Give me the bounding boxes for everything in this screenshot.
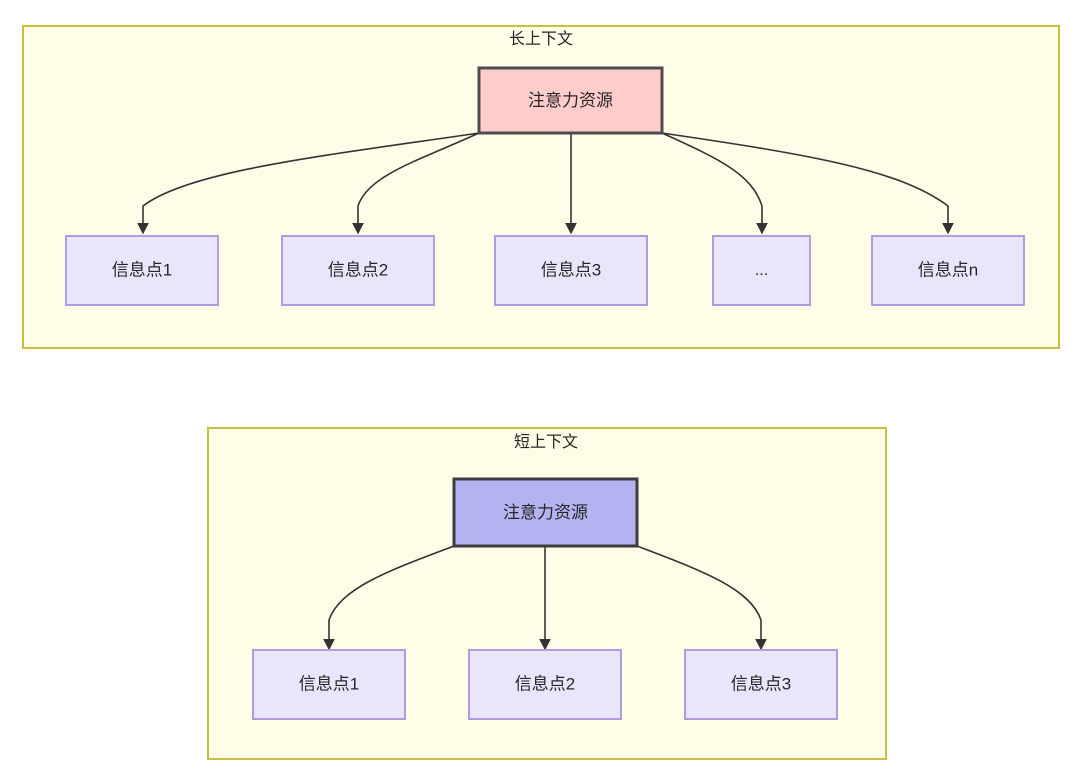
- panel-title-short-context: 短上下文: [514, 433, 578, 451]
- node-leaf-long-n-label: 信息点n: [918, 260, 978, 279]
- edge-root-to-info-n: [661, 132, 954, 235]
- node-root-long-context-label: 注意力资源: [528, 91, 613, 110]
- node-leaf-short-1[interactable]: 信息点1: [252, 649, 406, 720]
- node-leaf-long-1-box[interactable]: [65, 235, 219, 306]
- node-leaf-short-2-box[interactable]: [468, 649, 622, 720]
- node-leaf-long-n[interactable]: 信息点n: [871, 235, 1025, 306]
- node-leaf-short-1-label: 信息点1: [299, 674, 359, 693]
- node-root-short-context-box[interactable]: [452, 477, 639, 548]
- node-leaf-long-2-box[interactable]: [281, 235, 435, 306]
- edge-root-to-info-1-short: [323, 545, 455, 651]
- node-root-short-context[interactable]: 注意力资源: [452, 477, 639, 548]
- node-leaf-short-2[interactable]: 信息点2: [468, 649, 622, 720]
- node-leaf-short-2-label: 信息点2: [515, 674, 575, 693]
- node-leaf-long-2[interactable]: 信息点2: [281, 235, 435, 306]
- node-root-short-context-label: 注意力资源: [503, 503, 588, 522]
- node-root-long-context[interactable]: 注意力资源: [477, 66, 664, 135]
- node-leaf-short-3-label: 信息点3: [731, 674, 791, 693]
- panel-title-long-context: 长上下文: [509, 30, 573, 48]
- node-leaf-short-3-box[interactable]: [684, 649, 838, 720]
- node-leaf-long-n-box[interactable]: [871, 235, 1025, 306]
- node-leaf-long-1[interactable]: 信息点1: [65, 235, 219, 306]
- panel-short-context: 短上下文 注意力资源 信息点1 信息点2 信息点3: [207, 427, 887, 760]
- node-leaf-long-ellipsis-box[interactable]: [712, 235, 811, 306]
- panel-long-context: 长上下文 注意力资源 信息点1 信息点2: [22, 25, 1060, 349]
- node-leaf-long-1-label: 信息点1: [112, 260, 172, 279]
- edge-root-to-info-1: [137, 132, 480, 235]
- edge-root-to-info-dots: [661, 132, 768, 235]
- node-leaf-long-2-label: 信息点2: [328, 260, 388, 279]
- edge-group-short-context: [323, 545, 767, 651]
- edge-root-to-info-3-short: [636, 545, 767, 651]
- edge-group-long-context: [137, 132, 954, 235]
- node-leaf-long-3[interactable]: 信息点3: [494, 235, 648, 306]
- node-leaf-long-3-label: 信息点3: [541, 260, 601, 279]
- edge-root-to-info-2: [352, 132, 480, 235]
- node-leaf-short-3[interactable]: 信息点3: [684, 649, 838, 720]
- node-leaf-long-3-box[interactable]: [494, 235, 648, 306]
- node-leaf-long-ellipsis-label: ...: [755, 262, 768, 279]
- node-leaf-short-1-box[interactable]: [252, 649, 406, 720]
- node-root-long-context-box[interactable]: [477, 66, 664, 135]
- node-leaf-long-ellipsis[interactable]: ...: [712, 235, 811, 306]
